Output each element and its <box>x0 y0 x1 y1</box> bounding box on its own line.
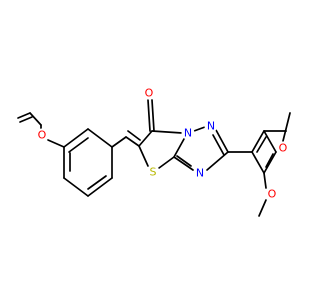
bond-aryl2-lower-o <box>263 172 267 189</box>
bond-carbonyl-double <box>151 99 155 132</box>
bond-aryl2-inner-a <box>256 136 267 153</box>
bond-aryl2-4 <box>263 151 277 174</box>
bond-n-n <box>193 126 206 132</box>
bond-ring-c-c <box>138 130 153 147</box>
bond-aryl2-1 <box>251 130 265 153</box>
atom-o-allyl: O <box>35 128 49 142</box>
bond-methoxy-upper <box>282 112 291 142</box>
bond-phenyl-2 <box>87 128 113 148</box>
atom-label-o-methoxy-lower: O <box>268 188 277 201</box>
atom-label-layer: O O N N N S O O <box>35 86 290 201</box>
bond-carbonyl <box>147 99 151 132</box>
bond-ring-c-s <box>138 145 149 167</box>
atom-label-n-bottom: N <box>196 167 204 180</box>
bond-aryl2-inner-b <box>265 153 274 168</box>
atom-n-bottom: N <box>193 166 207 180</box>
bond-phenyl-inner-a <box>68 137 89 153</box>
bond-o-aryl <box>47 139 65 148</box>
atom-label-o-carbonyl: O <box>145 87 154 100</box>
bond-allyl-terminal <box>17 112 31 119</box>
atom-label-n-top: N <box>207 120 215 133</box>
bond-phenyl-1 <box>63 128 89 148</box>
bond-c-n3 <box>206 151 229 171</box>
bond-methoxy-lower <box>258 199 267 217</box>
atom-label-o-methoxy-upper: O <box>279 142 288 155</box>
atom-s-ring: S <box>146 165 160 179</box>
atom-label-o-allyl: O <box>38 129 47 142</box>
bond-ring-c-n2 <box>173 138 185 158</box>
atom-label-s-ring: S <box>150 166 157 179</box>
bond-n-c <box>215 129 229 153</box>
bond-layer <box>17 99 291 217</box>
bond-ch-exo-double <box>127 130 141 141</box>
bond-aryl2-5 <box>263 130 277 153</box>
bond-n-c-double <box>212 134 225 156</box>
molecule-structure: O O N N N S O O <box>17 86 291 217</box>
bond-phenyl-4 <box>87 177 113 197</box>
atom-o-methoxy-upper: O <box>276 141 290 155</box>
bond-allyl-terminal-double <box>19 116 33 123</box>
bond-ring-s-c <box>158 156 175 169</box>
bond-ch-exo <box>125 136 140 147</box>
bond-aryl-ch <box>111 136 127 148</box>
atom-n-top: N <box>204 119 218 133</box>
atom-o-carbonyl: O <box>142 86 156 100</box>
bond-phenyl-inner-b <box>87 175 107 190</box>
bond-n3-c <box>173 156 194 171</box>
atom-n-bridge: N <box>181 126 195 140</box>
bond-aryl2-3 <box>251 151 265 174</box>
atom-label-n-bridge: N <box>184 127 192 140</box>
bond-n3-c-double <box>176 155 192 167</box>
atom-o-methoxy-lower: O <box>265 187 279 201</box>
bond-ring-c-n <box>151 130 183 134</box>
bond-phenyl-5 <box>63 177 89 197</box>
bond-allyl-ch <box>29 112 42 126</box>
